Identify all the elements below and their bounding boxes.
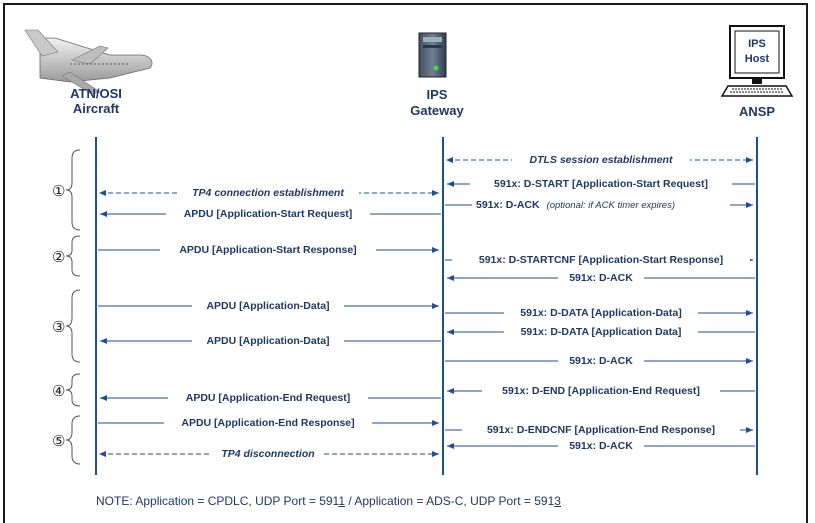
label-d-ack-opt-note: (optional: if ACK timer expires) [547, 200, 675, 211]
label-d-startcnf: 591x: D-STARTCNF [Application-Start Resp… [479, 254, 723, 266]
label-apdu-start-req: APDU [Application-Start Request] [184, 208, 353, 220]
ips-host-label-2: Host [745, 53, 770, 65]
label-d-data-1: 591x: D-DATA [Application-Data] [520, 307, 681, 319]
label-apdu-end-req: APDU [Application-End Request] [186, 392, 351, 404]
label-d-ack-2: 591x: D-ACK [569, 272, 633, 284]
phase-5-label: ⑤ [52, 433, 65, 450]
server-icon [418, 32, 447, 78]
label-apdu-data-1: APDU [Application-Data] [206, 300, 329, 312]
footnote: NOTE: Application = CPDLC, UDP Port = 59… [96, 494, 561, 508]
computer-icon [720, 25, 794, 97]
ansp-label: ANSP [739, 104, 775, 119]
message-labels: DTLS session establishment 591x: D-START… [160, 153, 750, 460]
airplane-icon [24, 29, 153, 95]
label-d-ack-opt: 591x: D-ACK [476, 199, 540, 211]
gateway-label-2: Gateway [410, 103, 464, 118]
gateway-label-1: IPS [427, 87, 448, 102]
phase-3-label: ③ [52, 319, 65, 336]
phase-4-label: ④ [52, 383, 65, 400]
label-d-ack-5: 591x: D-ACK [569, 440, 633, 452]
label-d-end: 591x: D-END [Application-End Request] [502, 385, 700, 397]
aircraft-label-2: Aircraft [73, 101, 120, 116]
label-d-ack-3: 591x: D-ACK [569, 355, 633, 367]
diagram-frame [3, 3, 808, 523]
label-apdu-end-resp: APDU [Application-End Response] [181, 417, 354, 429]
label-apdu-start-resp: APDU [Application-Start Response] [179, 244, 356, 256]
ips-host-label-1: IPS [748, 38, 766, 50]
label-apdu-data-2: APDU [Application-Data] [206, 335, 329, 347]
label-d-endcnf: 591x: D-ENDCNF [Application-End Response… [487, 424, 715, 436]
label-tp4-disc: TP4 disconnection [221, 448, 314, 460]
label-d-data-2: 591x: D-DATA [Application Data] [521, 326, 682, 338]
phase-braces [65, 149, 81, 465]
label-dtls: DTLS session establishment [530, 154, 673, 166]
label-tp4-conn: TP4 connection establishment [192, 187, 344, 199]
phase-2-label: ② [52, 249, 65, 266]
phase-1-label: ① [52, 183, 65, 200]
label-d-start: 591x: D-START [Application-Start Request… [494, 178, 708, 190]
aircraft-label-1: ATN/OSI [70, 86, 122, 101]
svg-text:591x: D-ACK (optional: i: 591x: D-ACK (optional: if ACK timer expi… [476, 199, 675, 211]
